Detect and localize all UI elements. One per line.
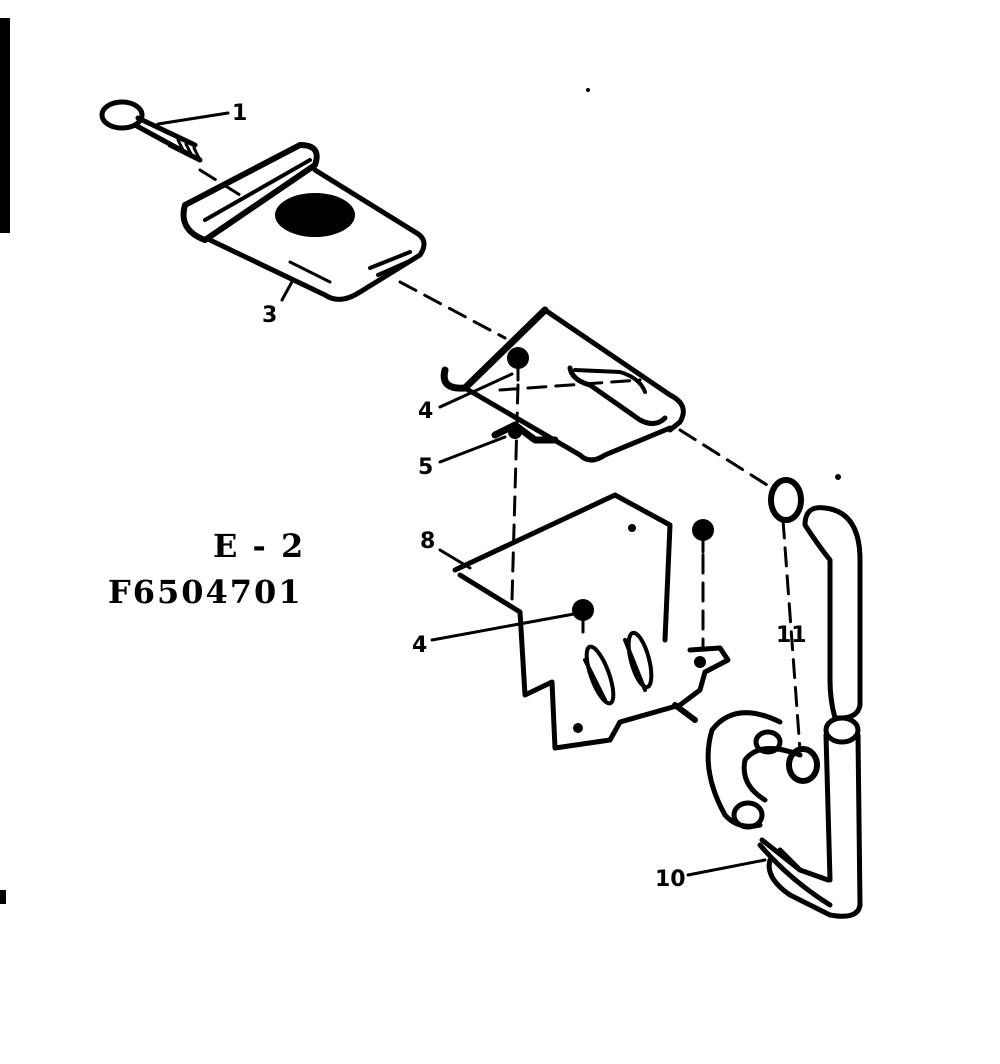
part-11-clamp <box>768 477 820 784</box>
callout-5: 5 <box>418 455 433 480</box>
part-4-screw-lower <box>572 599 594 634</box>
callout-1: 1 <box>232 101 247 126</box>
callout-4-lower: 4 <box>412 633 427 658</box>
part-1-pin <box>99 99 203 163</box>
scan-speck <box>835 474 841 480</box>
scan-speck <box>586 88 590 92</box>
callout-10: 10 <box>655 867 686 892</box>
callout-4-top: 4 <box>418 399 433 424</box>
part-10-hose <box>705 505 863 919</box>
callout-8: 8 <box>420 529 435 554</box>
leader-lines <box>156 111 767 877</box>
callout-11: 11 <box>776 623 807 648</box>
callout-3: 3 <box>262 303 277 328</box>
part-3-slider-plate <box>180 142 427 302</box>
part-number: F6504701 <box>108 573 303 611</box>
assembly-dash-lines <box>198 168 802 752</box>
scan-edge-mark <box>0 18 10 233</box>
part-8-bracket <box>452 492 731 751</box>
part-5-clip <box>491 421 559 444</box>
scan-edge-dot <box>0 890 6 904</box>
screw-right <box>692 519 714 554</box>
middle-slider-housing <box>440 306 686 463</box>
figure-code: E - 2 <box>213 527 305 565</box>
part-4-screw-top <box>507 347 529 382</box>
slider-dark-spot <box>275 193 355 237</box>
